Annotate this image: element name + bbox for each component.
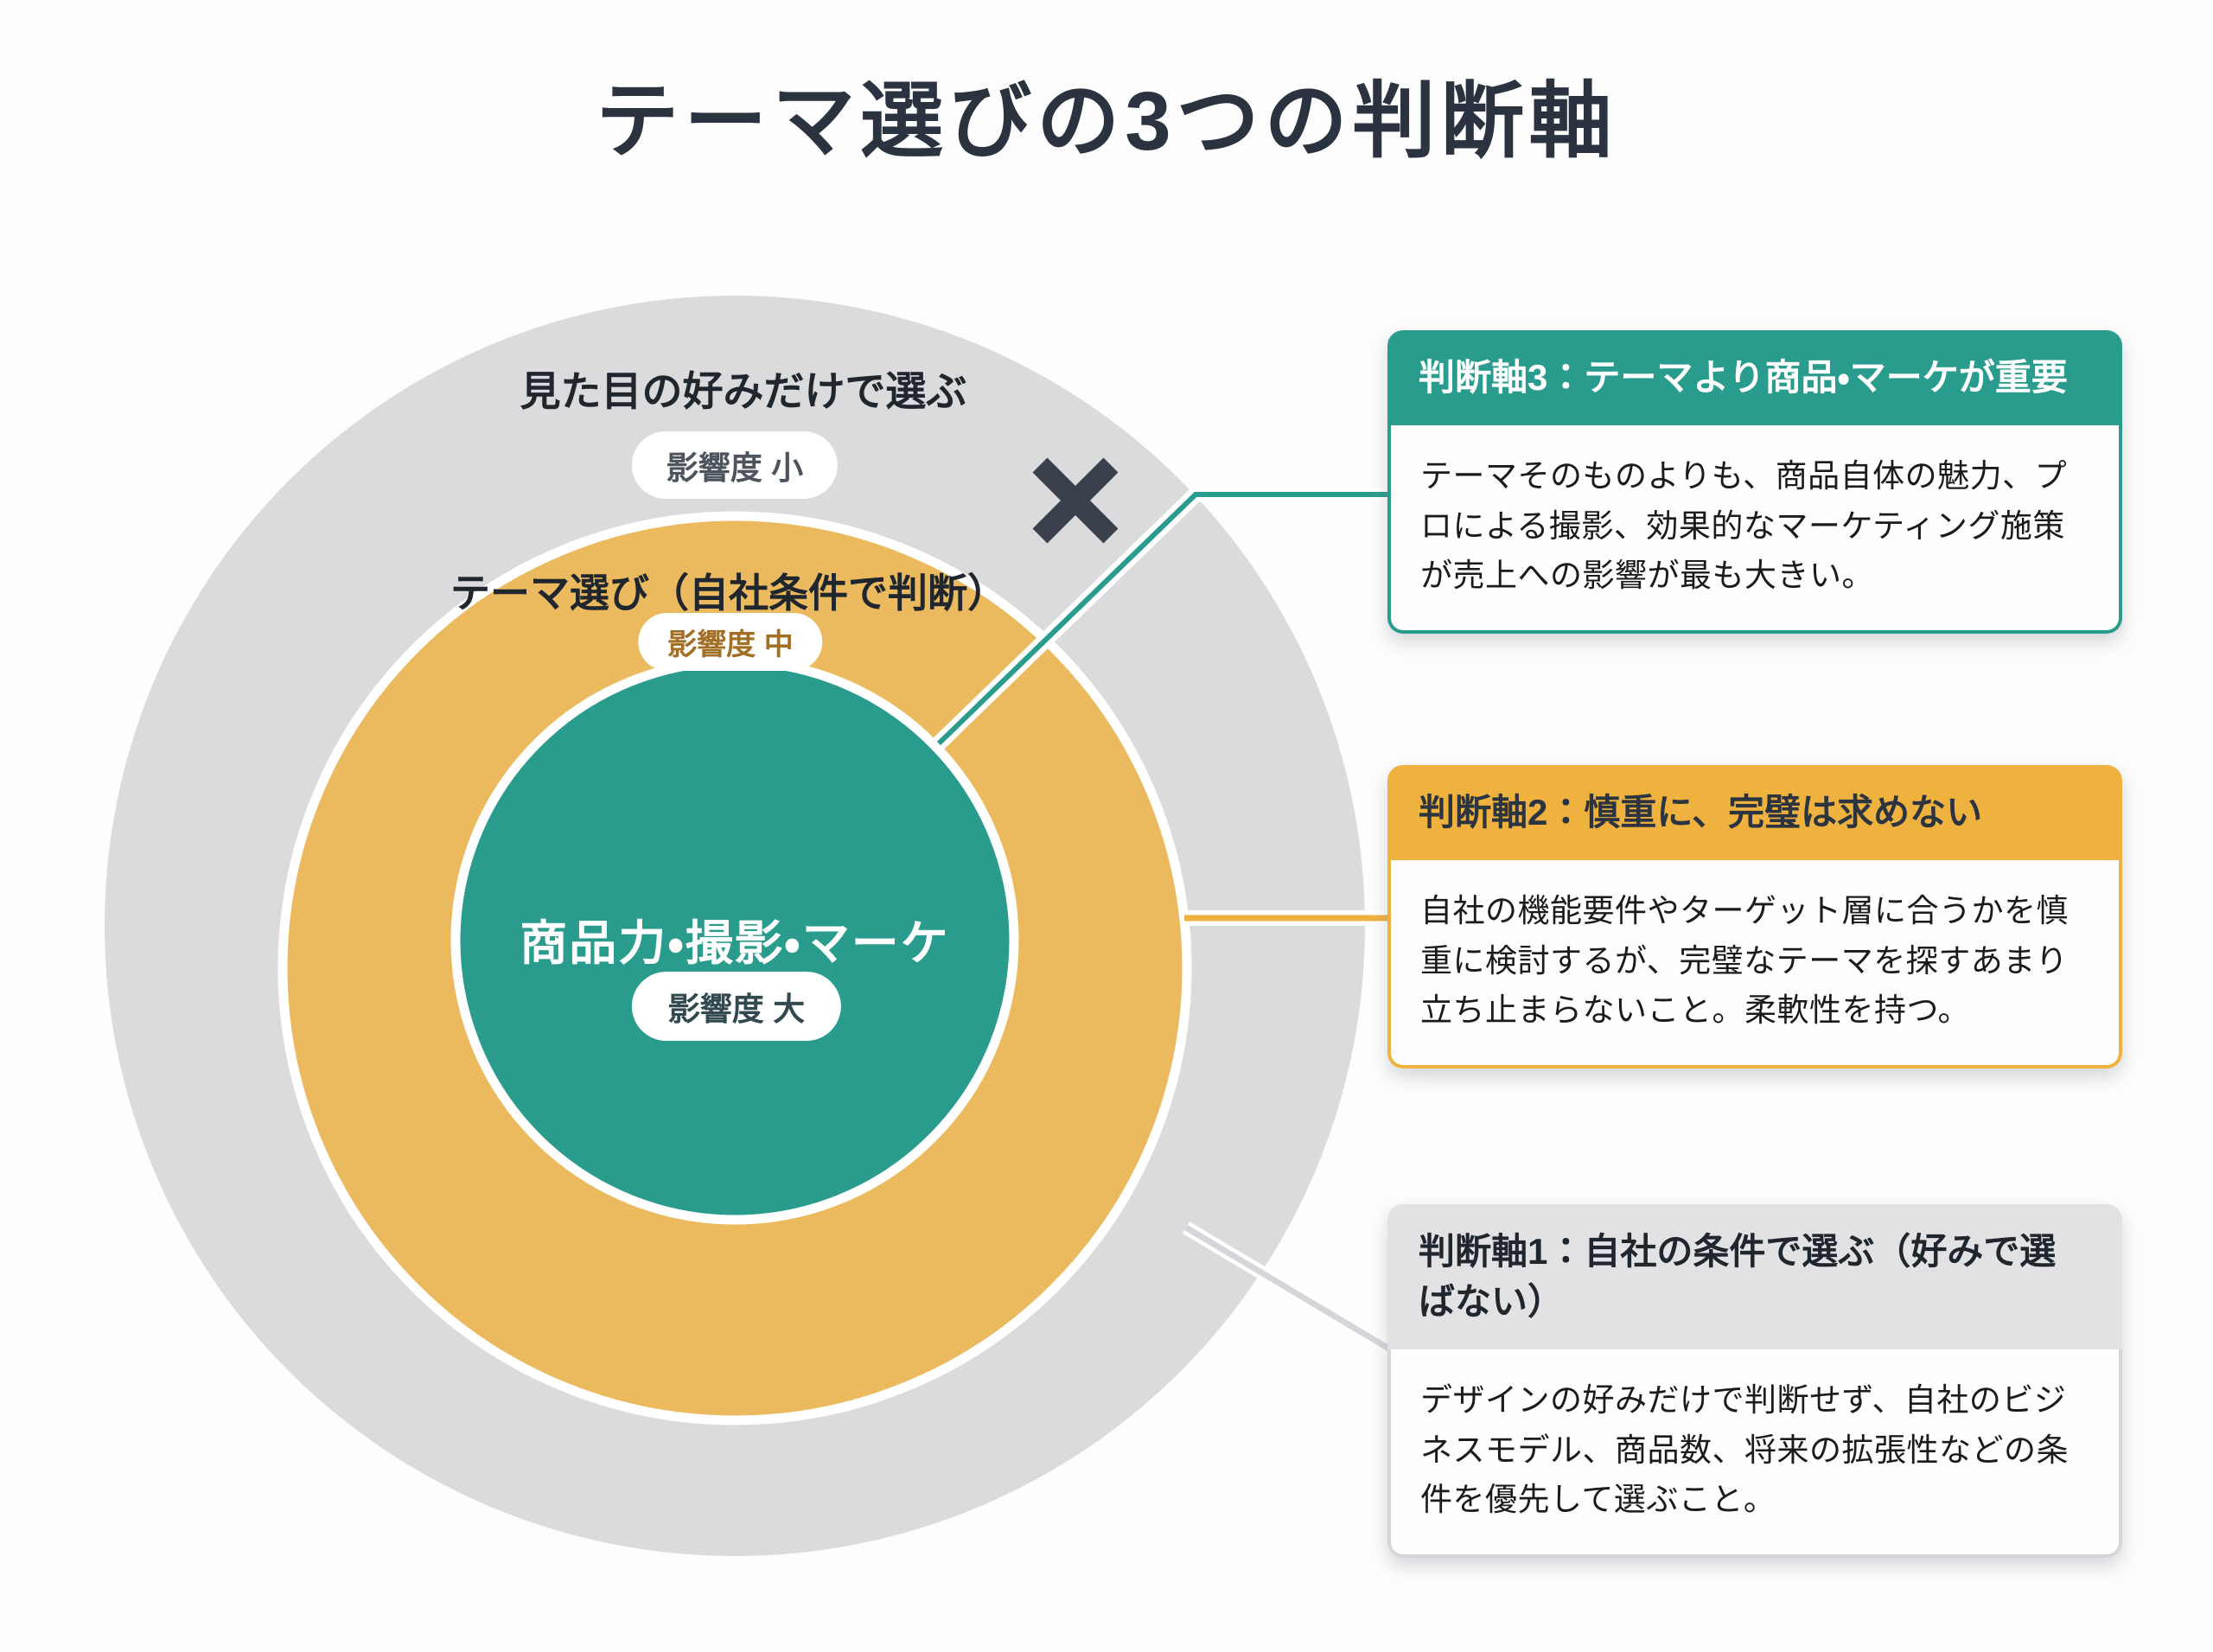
callout-axis-1-body: デザインの好みだけで判断せず、自社のビジネスモデル、商品数、将来の拡張性などの条… [1387,1349,2122,1559]
callout-axis-3: 判断軸3：テーマより商品・マーケが重要 テーマそのものよりも、商品自体の魅力、プ… [1387,330,2122,635]
x-mark-icon [1032,457,1119,544]
connector-3-line [936,492,1389,746]
callout-axis-1-title: 判断軸1：自社の条件で選ぶ（好みで選ばない） [1387,1204,2122,1349]
callout-axis-2-body: 自社の機能要件やターゲット層に合うかを慎重に検討するが、完璧なテーマを探すあまり… [1387,859,2122,1069]
connector-1-line [1184,1224,1393,1354]
callout-axis-3-title: 判断軸3：テーマより商品・マーケが重要 [1387,330,2122,425]
impact-badge-medium: 影響度 中 [638,613,823,671]
callout-axis-1: 判断軸1：自社の条件で選ぶ（好みで選ばない） デザインの好みだけで判断せず、自社… [1387,1204,2122,1559]
callout-axis-2-title: 判断軸2：慎重に、完璧は求めない [1387,765,2122,860]
outer-ring-label: 見た目の好みだけで選ぶ [520,368,967,414]
page-title: テーマ選びの3つの判断軸 [596,75,1617,168]
callout-axis-2: 判断軸2：慎重に、完璧は求めない 自社の機能要件やターゲット層に合うかを慎重に検… [1387,765,2122,1069]
callout-axis-3-body: テーマそのものよりも、商品自体の魅力、プロによる撮影、効果的なマーケティング施策… [1387,424,2122,635]
middle-ring-label: テーマ選び（自社条件で判断） [450,571,1007,616]
impact-badge-large: 影響度 大 [631,972,842,1041]
impact-badge-small: 影響度 小 [631,431,839,499]
inner-ring-label: 商品力・撮影・マーケ [520,916,950,970]
